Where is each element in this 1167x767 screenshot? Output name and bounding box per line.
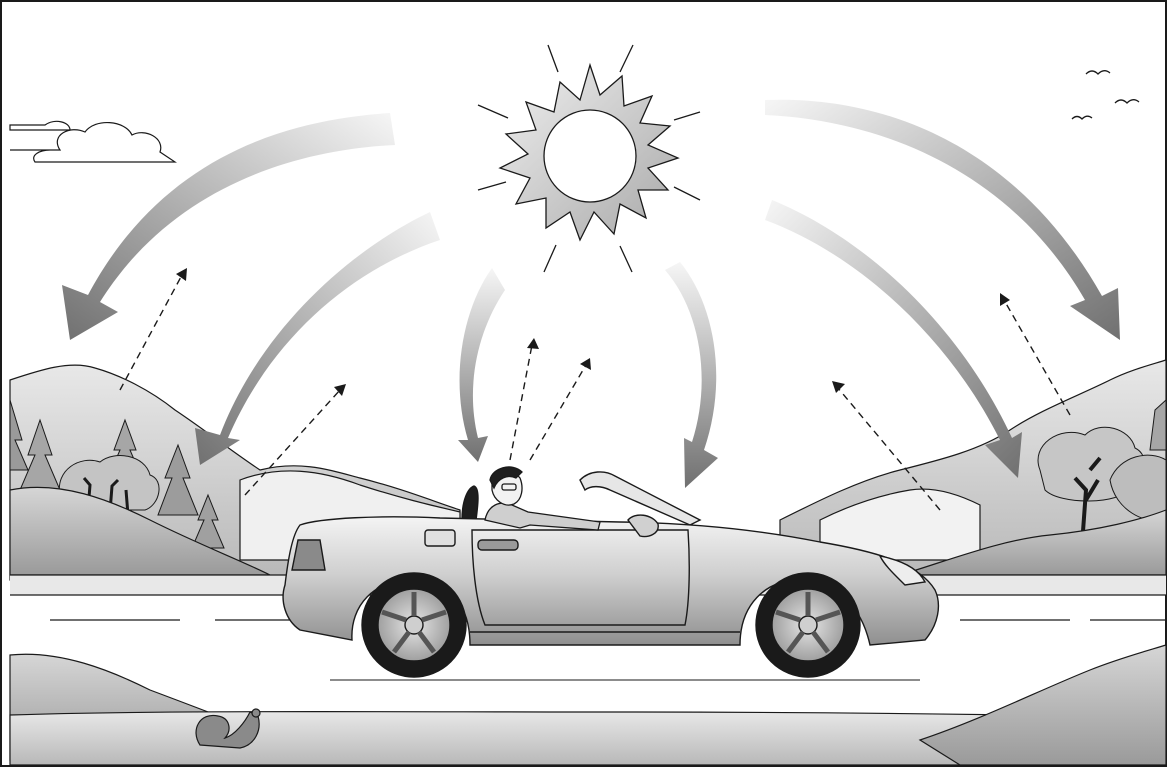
fuel-cap: [424, 529, 456, 547]
foreground-right-bank: [918, 644, 1167, 766]
tail-light: [291, 539, 326, 571]
squirrel-icon: [195, 708, 261, 749]
cloud-icon: [9, 120, 177, 163]
rear-wheel: [361, 572, 467, 678]
reflected-arrowhead: [176, 268, 1010, 396]
incoming-radiation-arrow: [62, 99, 1120, 488]
right-front-hill: [899, 509, 1167, 576]
sun-icon: [477, 44, 701, 273]
front-wheel: [755, 572, 861, 678]
convertible-car: [282, 471, 940, 678]
tree-icon: [1037, 398, 1167, 546]
driver-figure: [484, 466, 601, 531]
bird-icon: [1071, 70, 1140, 120]
door-handle: [477, 539, 519, 551]
headlight: [878, 555, 927, 586]
headrest: [461, 485, 479, 521]
side-mirror: [627, 514, 659, 538]
reflected-radiation-arrow: [119, 274, 1071, 511]
left-front-hill: [9, 486, 271, 576]
